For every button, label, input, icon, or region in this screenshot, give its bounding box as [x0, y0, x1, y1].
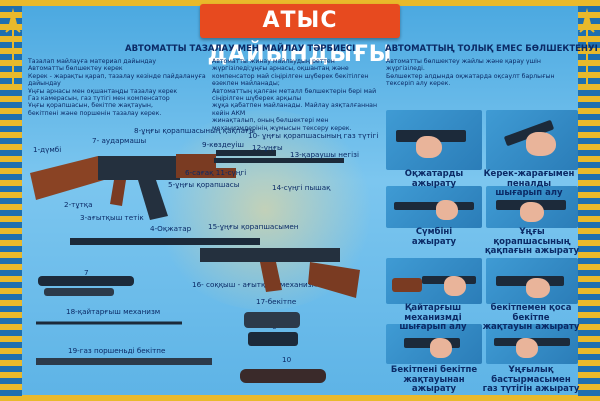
step-caption: Қайтарғыш механизмді шығарып алу	[399, 303, 467, 332]
step-caption: Ұңғылық бастырмасымен газ түтігін ажырат…	[482, 365, 580, 394]
step-caption: бекітпемен қоса бекітпе жақтауын ажырату	[482, 303, 580, 332]
frame-left	[0, 0, 22, 401]
part-label: 2-тұтқа	[64, 200, 93, 209]
receiver-illustration	[70, 238, 360, 298]
part-label: 5-ұңғы қорапшасы	[168, 180, 240, 189]
bolt-illustration	[244, 312, 300, 346]
step-photo	[386, 324, 482, 364]
step-caption: Ұңғы қорапшасының қақпағын ажырату	[484, 227, 580, 256]
part-label: 15-ұңғы қорапшасымен	[208, 222, 299, 231]
step-caption: Бекітпені бекітпе жақтауынан ажырату	[390, 365, 478, 394]
frame-top	[0, 0, 600, 6]
spear-ornament-icon	[579, 8, 595, 86]
rifle-illustration	[30, 150, 344, 220]
part-label: 14-сүңгі пышақ	[272, 183, 331, 192]
recoil-spring-illustration	[36, 321, 182, 325]
part-label: 3-ағытқыш тетік	[80, 213, 144, 222]
disassembly-text-right: Автоматты бөлшектеу жайлы және қарау үші…	[386, 58, 555, 88]
part-label: 19-газ поршеньді бекітпе	[68, 346, 166, 355]
poster-title: АТЫС ДАЙЫНДЫҒЫ	[200, 4, 400, 67]
frame-right	[578, 0, 600, 401]
disassembly-section-title: АВТОМАТТЫҢ ТОЛЫҚ ЕМЕС БӨЛШЕКТЕНУІ	[385, 44, 598, 54]
step-photo	[486, 258, 578, 304]
part-label: 6-сағақ 11-сүңгі	[185, 168, 247, 177]
step-caption: Оқжатарды ажырату	[404, 169, 464, 189]
gas-tube-illustration	[38, 276, 134, 296]
part-number: 7	[84, 268, 89, 277]
frame-bottom	[0, 395, 600, 401]
part-label: 4-Оқжатар	[150, 224, 192, 233]
step-photo	[386, 186, 482, 228]
part-label: 13-қараушы негізі	[290, 150, 359, 159]
step-caption: Сүмбіні ажырату	[411, 227, 457, 247]
cleaning-text-left: Тазалап майлауға материал дайындау Автом…	[28, 58, 206, 117]
step-photo	[386, 110, 482, 170]
cleaning-section-title: АВТОМАТТЫ ТАЗАЛАУ МЕН МАЙЛАУ ТӘРБИЕСІ	[125, 44, 356, 54]
gas-piston-illustration	[36, 358, 212, 365]
part-number: 10	[282, 355, 292, 364]
part-label: 10- ұңғы қорапшасының газ түтігі	[248, 131, 379, 140]
step-photo	[486, 324, 578, 364]
step-photo	[486, 110, 578, 170]
bolt-carrier-illustration	[240, 369, 326, 383]
part-label: 18-қайтарғыш механизм	[66, 307, 161, 316]
part-label: 8-ұңғы қорапшасының қақпағы	[134, 126, 255, 135]
step-photo	[386, 258, 482, 304]
spear-ornament-icon	[5, 8, 21, 86]
part-label: 17-бекітпе	[256, 297, 297, 306]
part-label: 7- аудармашы	[92, 136, 147, 145]
part-label: 12-ұңғы	[252, 143, 283, 152]
part-label: 16- соққыш - ағытқыш механизм	[192, 280, 317, 289]
part-label: 1-дүмбі	[33, 145, 62, 154]
part-label: 9-көздеуіш	[202, 140, 244, 149]
cleaning-text-middle: Автоматты жинау майлаудың реттен жүргізі…	[212, 58, 377, 132]
step-caption: Керек-жарағымен пеналды шығарып алу	[483, 169, 575, 198]
step-photo	[486, 186, 578, 228]
